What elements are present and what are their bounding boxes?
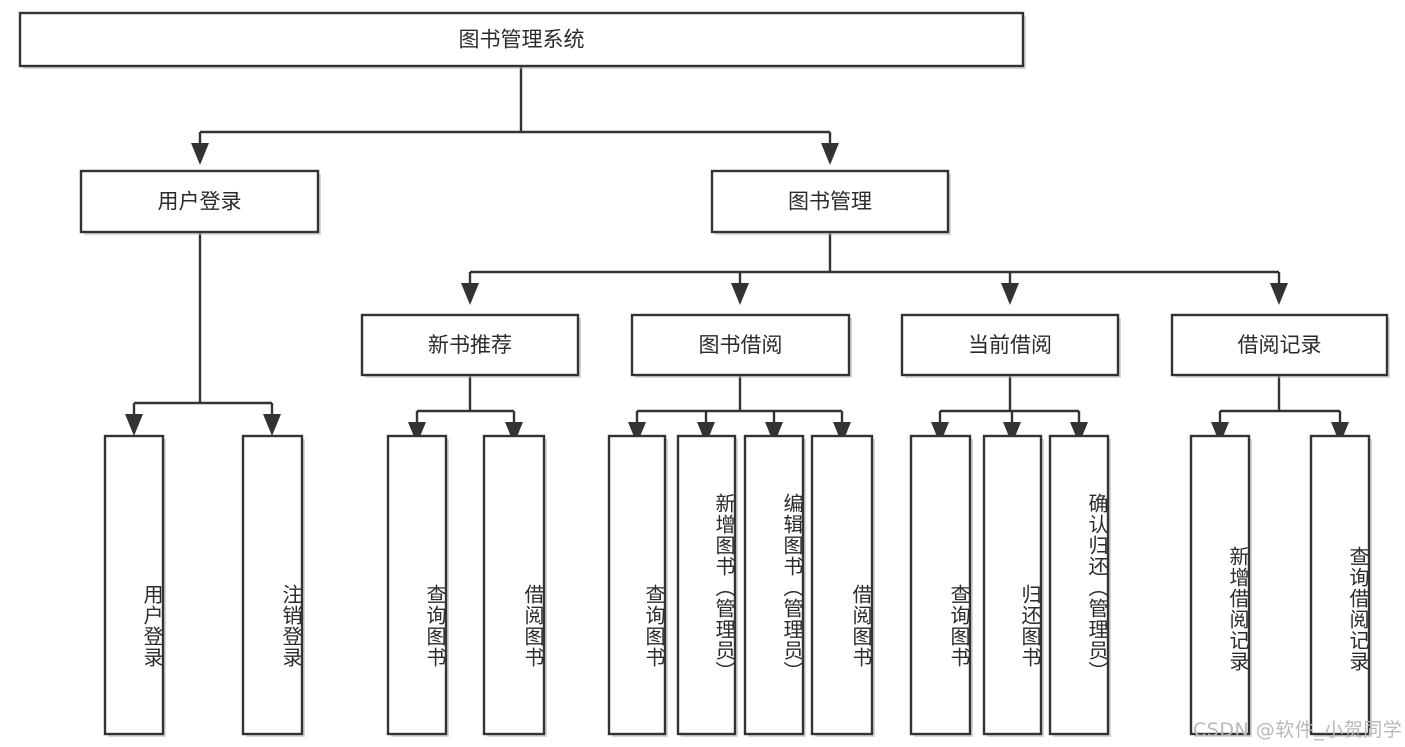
node-box-root[interactable] (18, 11, 1025, 68)
arrow-head-icon (461, 283, 479, 305)
node-label-user-login: 用户登录 (158, 190, 242, 214)
arrow-head-icon (833, 422, 851, 444)
arrow-head-icon (697, 422, 715, 444)
arrow-head-icon (1211, 422, 1229, 444)
node-box-book-manage[interactable] (710, 169, 950, 234)
arrow-head-icon (1003, 422, 1021, 444)
arrow-head-icon (191, 143, 209, 165)
connector-borrowrecord-to-leaves (1211, 375, 1349, 444)
csdn-watermark: CSDN @软件_小贺同学 (1193, 719, 1403, 741)
node-box-leaf-query-book-current[interactable] (909, 434, 972, 736)
arrow-head-icon (765, 422, 783, 444)
node-box-leaf-borrow-book[interactable] (810, 434, 874, 736)
arrow-head-icon (821, 143, 839, 165)
arrow-head-icon (1070, 422, 1088, 444)
boxes-layer (18, 11, 1390, 737)
arrow-head-icon (931, 422, 949, 444)
node-label-root: 图书管理系统 (459, 28, 585, 52)
connector-bookmanage-to-level3 (461, 232, 1288, 305)
node-box-leaf-confirm-return[interactable] (1048, 434, 1110, 736)
arrow-head-icon (731, 283, 749, 305)
arrow-head-icon (1331, 422, 1349, 444)
arrow-head-icon (1270, 283, 1288, 305)
node-box-leaf-add-book[interactable] (676, 434, 737, 736)
connector-root-to-level2 (191, 66, 839, 165)
node-box-leaf-query-book-borrow[interactable] (607, 434, 667, 736)
node-label-book-manage: 图书管理 (788, 190, 872, 214)
node-label-book-borrow: 图书借阅 (699, 333, 783, 357)
node-label-current-borrow: 当前借阅 (968, 333, 1052, 357)
node-label-borrow-record: 借阅记录 (1238, 333, 1322, 357)
node-box-leaf-borrow-book-rec[interactable] (482, 434, 546, 736)
arrow-head-icon (628, 422, 646, 444)
connector-currentborrow-to-leaves (931, 375, 1088, 444)
arrow-head-icon (505, 422, 523, 444)
arrow-head-icon (263, 414, 281, 436)
node-box-book-borrow[interactable] (630, 313, 851, 377)
node-box-user-login[interactable] (79, 169, 320, 234)
node-box-leaf-user-login[interactable] (103, 434, 165, 736)
node-box-borrow-record[interactable] (1170, 313, 1389, 377)
node-box-leaf-edit-book[interactable] (743, 434, 805, 736)
arrow-head-icon (1001, 283, 1019, 305)
arrow-head-icon (125, 414, 143, 436)
node-box-leaf-return-book[interactable] (982, 434, 1043, 736)
node-box-leaf-logout[interactable] (241, 434, 304, 736)
node-label-new-book-recommend: 新书推荐 (428, 333, 512, 357)
connector-userlogin-to-leaves (125, 232, 281, 436)
node-box-leaf-query-book-rec[interactable] (386, 434, 448, 736)
node-box-current-borrow[interactable] (900, 313, 1120, 377)
connectors-layer (125, 66, 1349, 444)
node-box-new-book-recommend[interactable] (360, 313, 580, 377)
arrow-head-icon (408, 422, 426, 444)
connector-bookborrow-to-leaves (628, 375, 851, 444)
connector-newbook-to-leaves (408, 375, 523, 444)
node-box-leaf-add-record[interactable] (1189, 434, 1251, 736)
node-box-leaf-query-record[interactable] (1309, 434, 1371, 736)
